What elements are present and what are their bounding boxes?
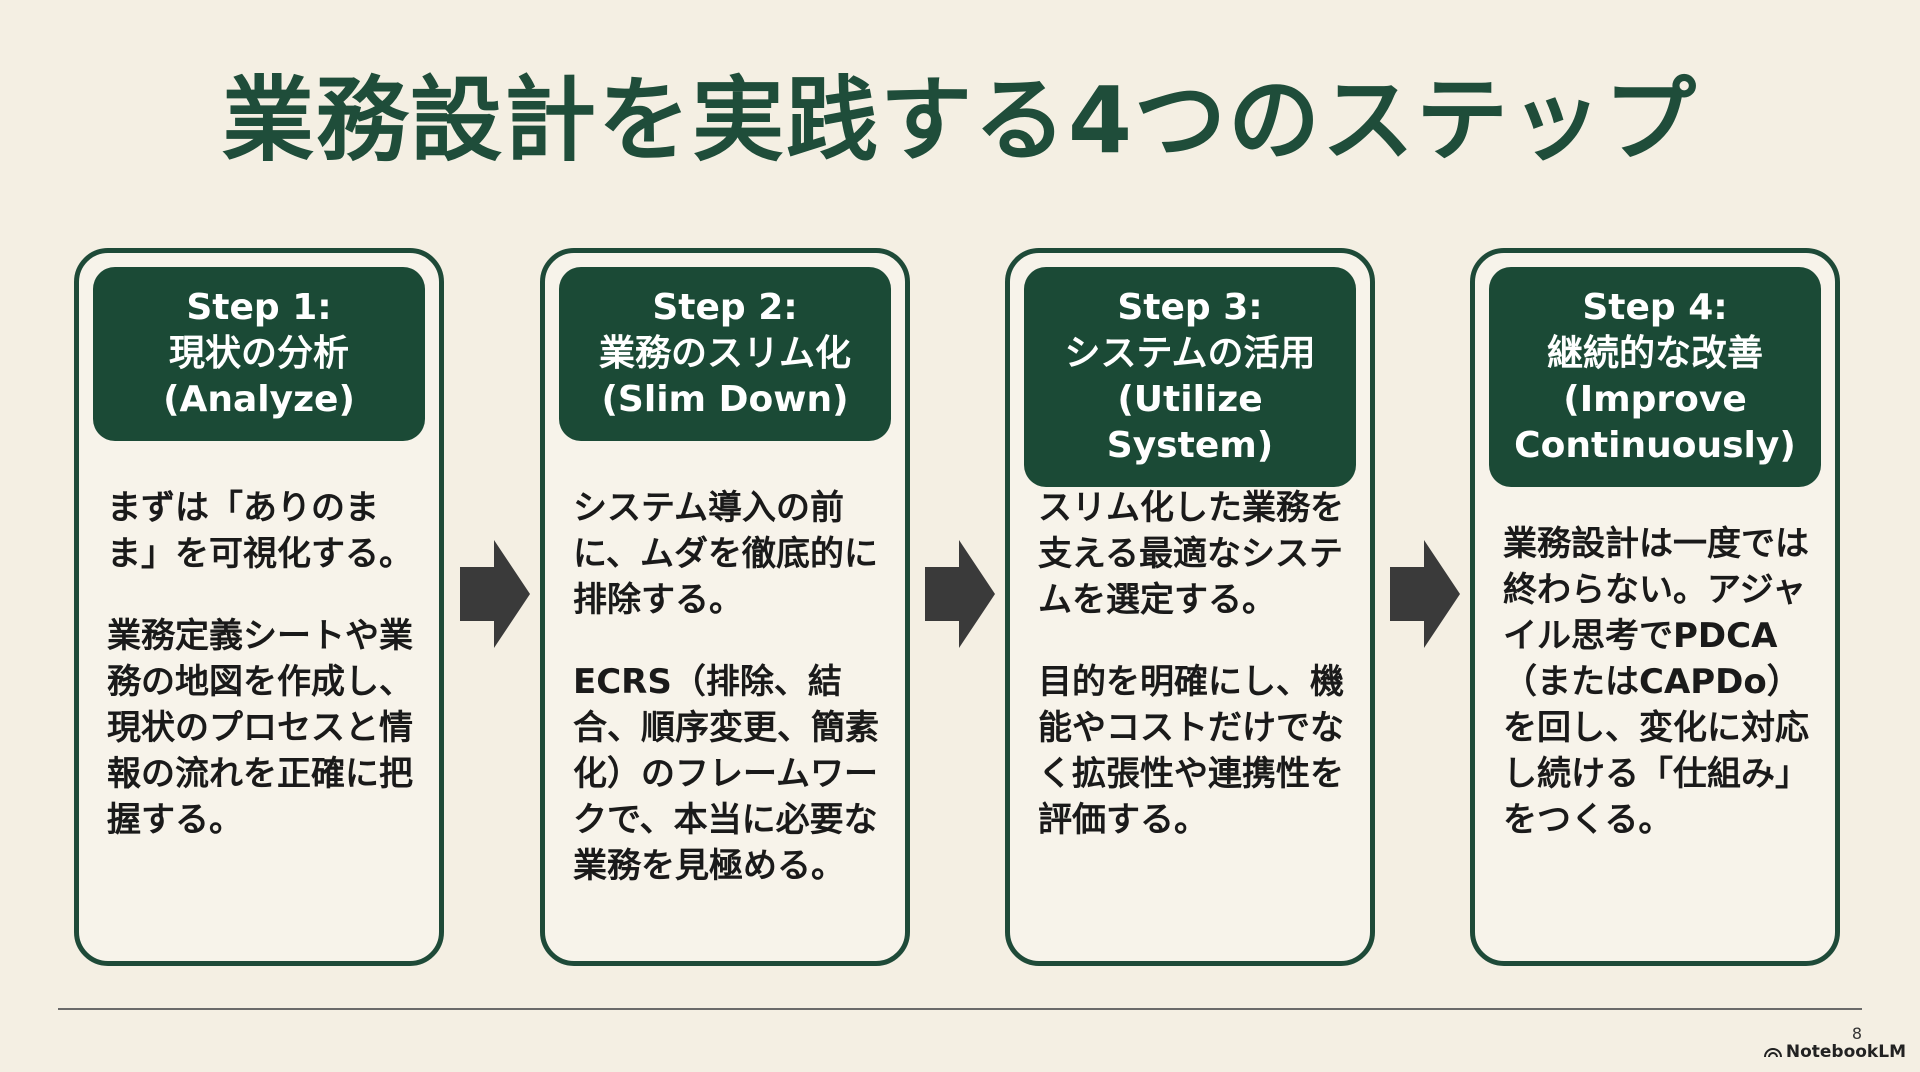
- arrow-right-icon: [925, 540, 995, 648]
- step-name: システムの活用: [1064, 333, 1316, 374]
- step-header-3: Step 3: システムの活用 (Utilize System): [1024, 267, 1356, 487]
- step-header-1: Step 1: 現状の分析 (Analyze): [93, 267, 425, 441]
- step-paragraph: システム導入の前に、ムダを徹底的に排除する。: [573, 488, 878, 620]
- step-card-4: Step 4: 継続的な改善 (Improve Continuously) 業務…: [1470, 248, 1840, 966]
- step-name: 現状の分析: [168, 333, 349, 374]
- step-paragraph: 業務定義シートや業務の地図を作成し、現状のプロセスと情報の流れを正確に把握する。: [107, 616, 413, 840]
- step-header-2: Step 2: 業務のスリム化 (Slim Down): [559, 267, 891, 441]
- step-paragraph: 目的を明確にし、機能やコストだけでなく拡張性や連携性を評価する。: [1038, 662, 1344, 840]
- step-english: (Improve Continuously): [1514, 379, 1796, 466]
- step-paragraph: 業務設計は一度では終わらない。アジャイル思考でPDCA（またはCAPDo）を回し…: [1503, 524, 1809, 840]
- step-card-3: Step 3: システムの活用 (Utilize System) スリム化した業…: [1005, 248, 1375, 966]
- step-paragraph: ECRS（排除、結合、順序変更、簡素化）のフレームワークで、本当に必要な業務を見…: [573, 662, 879, 886]
- step-header-4: Step 4: 継続的な改善 (Improve Continuously): [1489, 267, 1821, 487]
- brand-name: NotebookLM: [1785, 1042, 1906, 1062]
- slide-title: 業務設計を実践する4つのステップ: [221, 67, 1698, 174]
- footer-divider: [58, 1008, 1862, 1010]
- step-label: Step 3:: [1117, 287, 1263, 328]
- step-paragraph: まずは「ありのまま」を可視化する。: [107, 488, 413, 574]
- step-card-2: Step 2: 業務のスリム化 (Slim Down) システム導入の前に、ムダ…: [540, 248, 910, 966]
- step-label: Step 1:: [186, 287, 332, 328]
- step-paragraph: スリム化した業務を支える最適なシステムを選定する。: [1038, 488, 1344, 620]
- brand-logo: NotebookLM: [1763, 1042, 1906, 1062]
- notebooklm-icon: [1763, 1048, 1782, 1058]
- page-number: 8: [1851, 1024, 1862, 1043]
- step-label: Step 4:: [1582, 287, 1728, 328]
- step-name: 継続的な改善: [1546, 333, 1763, 374]
- step-body-1: まずは「ありのまま」を可視化する。 業務定義シートや業務の地図を作成し、現状のプ…: [107, 485, 425, 879]
- step-name: 業務のスリム化: [598, 333, 851, 374]
- step-english: (Slim Down): [601, 379, 849, 420]
- step-label: Step 2:: [652, 287, 798, 328]
- step-english: (Analyze): [163, 379, 355, 420]
- step-card-1: Step 1: 現状の分析 (Analyze) まずは「ありのまま」を可視化する…: [74, 248, 444, 966]
- arrow-right-icon: [460, 540, 530, 648]
- step-english: (Utilize System): [1106, 379, 1274, 466]
- step-body-4: 業務設計は一度では終わらない。アジャイル思考でPDCA（またはCAPDo）を回し…: [1503, 521, 1821, 879]
- step-body-2: システム導入の前に、ムダを徹底的に排除する。 ECRS（排除、結合、順序変更、簡…: [573, 485, 891, 925]
- arrow-right-icon: [1390, 540, 1460, 648]
- step-body-3: スリム化した業務を支える最適なシステムを選定する。 目的を明確にし、機能やコスト…: [1038, 485, 1356, 879]
